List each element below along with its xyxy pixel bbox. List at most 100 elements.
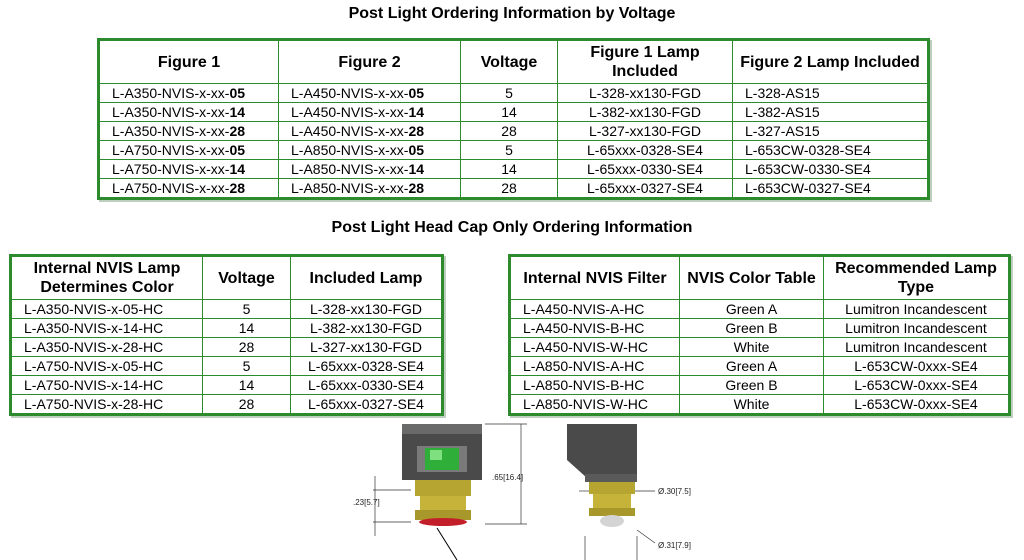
figure-2-lamp-cell: L-328-AS15 <box>732 83 929 103</box>
figure-2-lamp-cell: L-653CW-0327-SE4 <box>732 178 929 199</box>
figure-1-part: L-A350-NVIS-x-xx-28 <box>98 121 279 141</box>
part-prefix: L-A850-NVIS-x-xx- <box>291 180 409 196</box>
voltage-cell: 5 <box>202 356 291 376</box>
figure-1-lamp-cell: L-382-xx130-FGD <box>557 102 733 122</box>
figure-1-lamp-cell: L-327-xx130-FGD <box>557 121 733 141</box>
dim-diameter-upper-label: Ø.30[7.5] <box>658 487 691 496</box>
nvis-color-cell: Green A <box>679 299 824 319</box>
nvis-color-cell: White <box>679 337 824 357</box>
part-prefix: L-A450-NVIS-x-xx- <box>291 123 409 139</box>
part-voltage-suffix: 14 <box>408 104 425 120</box>
voltage-cell: 28 <box>202 337 291 357</box>
header-recommended-lamp: Recommended Lamp Type <box>823 255 1010 300</box>
part-voltage-suffix: 28 <box>229 180 246 196</box>
header-figure-2: Figure 2 <box>278 39 461 84</box>
table-row: L-A350-NVIS-x-xx-05 L-A450-NVIS-x-xx- 05 5 L… <box>98 83 929 103</box>
voltage-cell: 14 <box>460 102 558 122</box>
recommended-lamp-cell: Lumitron Incandescent <box>823 318 1010 338</box>
part-prefix: L-A350-NVIS-x-xx- <box>112 104 230 120</box>
header-voltage: Voltage <box>460 39 558 84</box>
figure-2-lamp-cell: L-327-AS15 <box>732 121 929 141</box>
header-internal-nvis-lamp: Internal NVIS Lamp Determines Color <box>10 255 203 300</box>
part-voltage-suffix: 14 <box>229 104 246 120</box>
figure-2-part: L-A450-NVIS-x-xx-14 <box>278 102 461 122</box>
nvis-color-cell: Green A <box>679 356 824 376</box>
included-lamp-cell: L-327-xx130-FGD <box>290 337 443 357</box>
part-prefix: L-A750-NVIS-x-xx- <box>112 180 230 196</box>
voltage-cell: 5 <box>460 140 558 160</box>
part-prefix: L-A450-NVIS-x-xx- <box>291 104 409 120</box>
voltage-ordering-table: Figure 1 Figure 2 Voltage Figure 1 Lamp … <box>97 38 930 200</box>
included-lamp-cell: L-65xxx-0330-SE4 <box>290 375 443 395</box>
side-view-drawing: Ø.30[7.5] Ø.31[7.9] <box>567 424 691 560</box>
part-prefix: L-A850-NVIS-x-xx- <box>291 142 409 158</box>
part-prefix: L-A750-NVIS-x-xx- <box>112 142 230 158</box>
nvis-color-cell: White <box>679 394 824 415</box>
voltage-cell: 14 <box>202 375 291 395</box>
figure-2-lamp-cell: L-653CW-0328-SE4 <box>732 140 929 160</box>
included-lamp-cell: L-382-xx130-FGD <box>290 318 443 338</box>
header-figure-2-lamp: Figure 2 Lamp Included <box>732 39 929 84</box>
part-voltage-suffix: 05 <box>408 142 425 158</box>
title-ordering-by-voltage: Post Light Ordering Information by Volta… <box>348 5 676 22</box>
part-voltage-suffix: 14 <box>229 161 246 177</box>
part-voltage-suffix: 28 <box>408 180 425 196</box>
figure-1-part: L-A750-NVIS-x-xx-28 <box>98 178 279 199</box>
voltage-cell: 28 <box>460 178 558 199</box>
header-voltage: Voltage <box>202 255 291 300</box>
head-cap-lamp-table: Internal NVIS Lamp Determines Color Volt… <box>9 254 444 416</box>
header-internal-nvis-filter: Internal NVIS Filter <box>509 255 680 300</box>
included-lamp-cell: L-65xxx-0328-SE4 <box>290 356 443 376</box>
part-number-cell: L-A750-NVIS-x-28-HC <box>10 394 203 415</box>
header-figure-1: Figure 1 <box>98 39 279 84</box>
part-number-cell: L-A450-NVIS-B-HC <box>509 318 680 338</box>
figure-1-lamp-cell: L-65xxx-0330-SE4 <box>557 159 733 179</box>
figure-2-part: L-A850-NVIS-x-xx-14 <box>278 159 461 179</box>
recommended-lamp-cell: L-653CW-0xxx-SE4 <box>823 356 1010 376</box>
part-number-cell: L-A350-NVIS-x-14-HC <box>10 318 203 338</box>
dim-diameter-lower-label: Ø.31[7.9] <box>658 541 691 550</box>
figure-2-part: L-A850-NVIS-x-xx-28 <box>278 178 461 199</box>
part-prefix: L-A350-NVIS-x-xx- <box>112 85 230 101</box>
head-cap-filter-table: Internal NVIS Filter NVIS Color Table Re… <box>508 254 1011 416</box>
recommended-lamp-cell: Lumitron Incandescent <box>823 299 1010 319</box>
voltage-cell: 5 <box>202 299 291 319</box>
part-prefix: L-A450-NVIS-x-xx- <box>291 85 409 101</box>
title-head-cap-ordering: Post Light Head Cap Only Ordering Inform… <box>331 219 693 236</box>
part-voltage-suffix: 05 <box>229 85 246 101</box>
part-voltage-suffix: 05 <box>229 142 246 158</box>
part-prefix: L-A850-NVIS-x-xx- <box>291 161 409 177</box>
voltage-cell: 14 <box>460 159 558 179</box>
part-number-cell: L-A450-NVIS-A-HC <box>509 299 680 319</box>
figure-1-lamp-cell: L-65xxx-0327-SE4 <box>557 178 733 199</box>
figure-2-part: L-A450-NVIS-x-xx-28 <box>278 121 461 141</box>
figure-2-part: L-A850-NVIS-x-xx-05 <box>278 140 461 160</box>
part-prefix: L-A350-NVIS-x-xx- <box>112 123 230 139</box>
part-number-cell: L-A850-NVIS-A-HC <box>509 356 680 376</box>
part-voltage-suffix: 14 <box>408 161 425 177</box>
header-included-lamp: Included Lamp <box>290 255 443 300</box>
recommended-lamp-cell: L-653CW-0xxx-SE4 <box>823 375 1010 395</box>
figure-1-lamp-cell: L-65xxx-0328-SE4 <box>557 140 733 160</box>
part-prefix: L-A750-NVIS-x-xx- <box>112 161 230 177</box>
included-lamp-cell: L-328-xx130-FGD <box>290 299 443 319</box>
nvis-color-cell: Green B <box>679 318 824 338</box>
dim-base-label: .23[5.7] <box>353 498 380 507</box>
voltage-cell: 5 <box>460 83 558 103</box>
figure-1-part: L-A350-NVIS-x-xx-05 <box>98 83 279 103</box>
voltage-cell: 28 <box>460 121 558 141</box>
figure-1-part: L-A750-NVIS-x-xx-14 <box>98 159 279 179</box>
part-number-cell: L-A850-NVIS-W-HC <box>509 394 680 415</box>
part-number-cell: L-A350-NVIS-x-05-HC <box>10 299 203 319</box>
